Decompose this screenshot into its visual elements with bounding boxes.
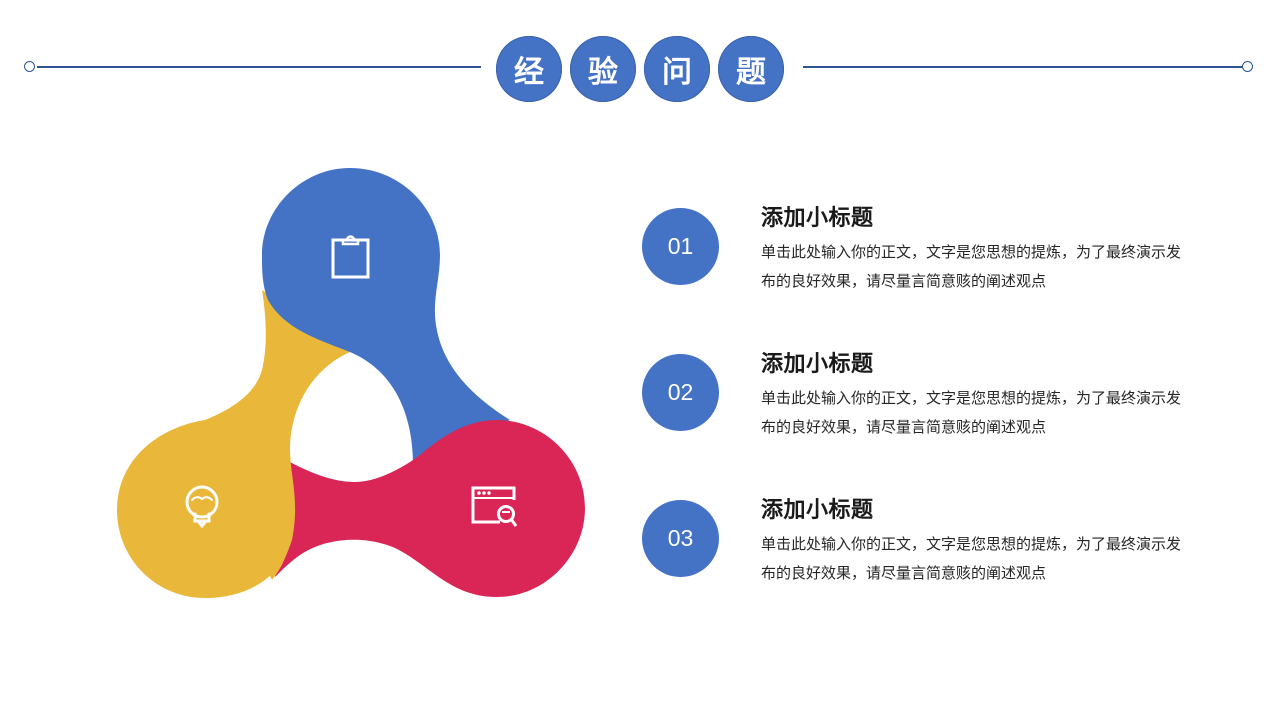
three-lobe-diagram bbox=[117, 168, 585, 598]
item-title[interactable]: 添加小标题 bbox=[761, 351, 874, 376]
header-line-right bbox=[803, 66, 1243, 68]
item-body[interactable]: 单击此处输入你的正文，文字是您思想的提炼，为了最终演示发布的良好效果，请尽量言简… bbox=[761, 536, 1182, 582]
item-number-badge: 01 bbox=[642, 208, 719, 285]
red-segment[interactable] bbox=[275, 420, 585, 597]
header-line-left bbox=[37, 66, 481, 68]
item-body[interactable]: 单击此处输入你的正文，文字是您思想的提炼，为了最终演示发布的良好效果，请尽量言简… bbox=[761, 390, 1182, 436]
title-char-4: 题 bbox=[718, 36, 784, 102]
item-number-badge: 02 bbox=[642, 354, 719, 431]
page-title: 经 验 问 题 bbox=[496, 36, 784, 102]
header-line-left-endpoint bbox=[24, 61, 35, 72]
item-number-badge: 03 bbox=[642, 500, 719, 577]
list-item-3: 03 添加小标题 单击此处输入你的正文，文字是您思想的提炼，为了最终演示发布的良… bbox=[642, 497, 1222, 590]
header-line-right-endpoint bbox=[1242, 61, 1253, 72]
item-body[interactable]: 单击此处输入你的正文，文字是您思想的提炼，为了最终演示发布的良好效果，请尽量言简… bbox=[761, 244, 1182, 290]
lightbulb-icon bbox=[185, 485, 219, 529]
item-title[interactable]: 添加小标题 bbox=[761, 497, 874, 522]
title-char-3: 问 bbox=[644, 36, 710, 102]
list-item-1: 01 添加小标题 单击此处输入你的正文，文字是您思想的提炼，为了最终演示发布的良… bbox=[642, 205, 1222, 298]
item-title[interactable]: 添加小标题 bbox=[761, 205, 874, 230]
blue-segment[interactable] bbox=[262, 168, 510, 462]
clipboard-icon bbox=[331, 235, 370, 279]
title-char-1: 经 bbox=[496, 36, 562, 102]
title-char-2: 验 bbox=[570, 36, 636, 102]
list-item-2: 02 添加小标题 单击此处输入你的正文，文字是您思想的提炼，为了最终演示发布的良… bbox=[642, 351, 1222, 444]
browser-search-icon bbox=[471, 486, 518, 527]
